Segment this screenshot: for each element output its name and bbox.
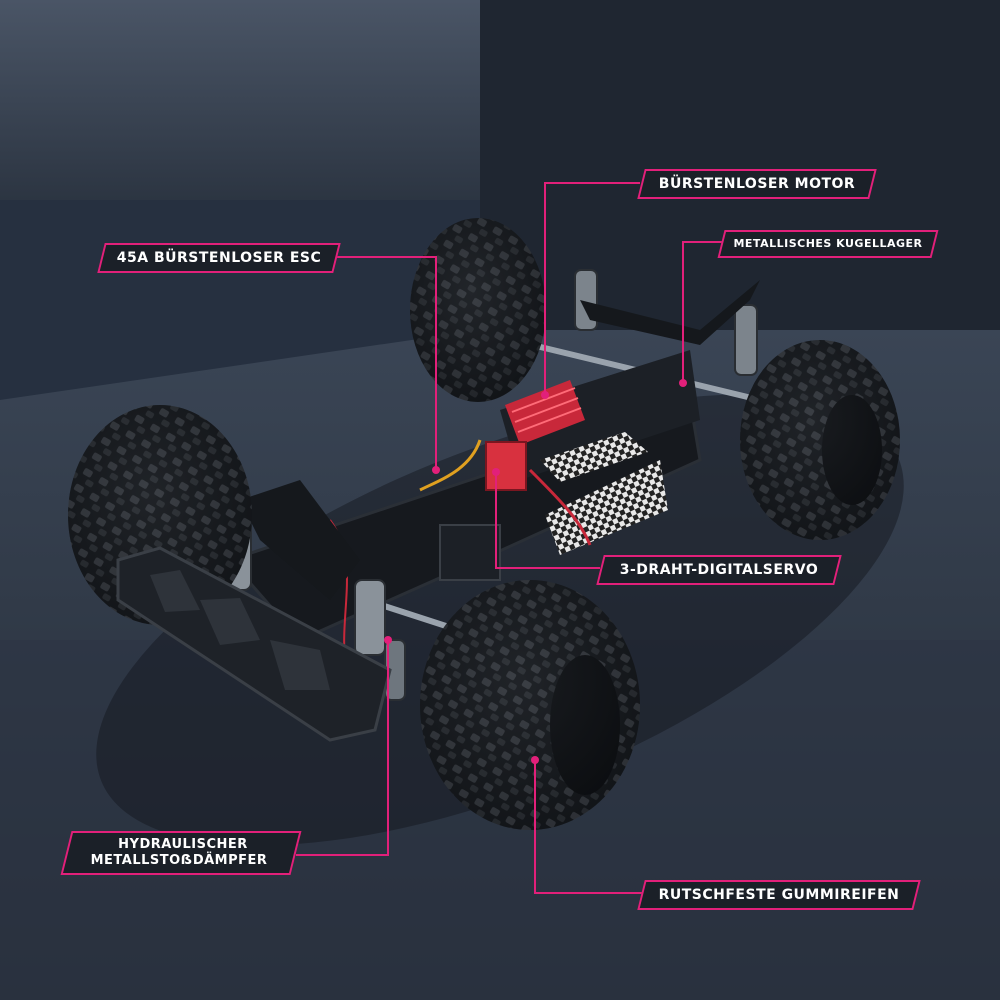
callout-shock: HYDRAULISCHER METALLSTOẞDÄMPFER <box>60 831 302 875</box>
callout-bearing-text: METALLISCHES KUGELLAGER <box>733 237 923 250</box>
front-bumper <box>116 546 392 742</box>
tire-rear-left <box>410 218 546 402</box>
backdrop-panel-left <box>0 0 480 200</box>
callout-esc-text: 45A BÜRSTENLOSER ESC <box>116 250 322 266</box>
servo-housing <box>439 524 501 581</box>
backdrop-panel-right <box>480 0 1000 330</box>
callout-esc: 45A BÜRSTENLOSER ESC <box>97 243 341 273</box>
power-wire <box>528 468 592 546</box>
callout-bearing: METALLISCHES KUGELLAGER <box>717 230 939 258</box>
rear-shock-tower <box>580 280 760 345</box>
callout-shock-line2: METALLSTOẞDÄMPFER <box>90 853 268 868</box>
front-shock-tower <box>240 480 360 600</box>
callout-tires-text: RUTSCHFESTE GUMMIREIFEN <box>658 887 900 903</box>
battery-tray-grip-2 <box>545 460 668 555</box>
callout-shock-line1: HYDRAULISCHER <box>118 837 248 852</box>
tire-front-right <box>420 580 640 830</box>
battery-tray-grip-1 <box>540 432 648 482</box>
esc-wire <box>419 439 482 492</box>
callout-lines <box>296 182 722 894</box>
callout-servo-text: 3-DRAHT-DIGITALSERVO <box>619 562 819 578</box>
tire-rear-right <box>740 340 900 540</box>
callout-servo: 3-DRAHT-DIGITALSERVO <box>596 555 842 585</box>
callout-tires: RUTSCHFESTE GUMMIREIFEN <box>637 880 921 910</box>
brushless-motor <box>505 380 585 445</box>
callout-motor-text: BÜRSTENLOSER MOTOR <box>658 176 856 192</box>
esc-unit <box>485 441 527 491</box>
tire-front-left <box>68 405 252 625</box>
callout-motor: BÜRSTENLOSER MOTOR <box>637 169 877 199</box>
rear-gearbox <box>500 350 700 480</box>
callout-dots <box>384 379 687 764</box>
